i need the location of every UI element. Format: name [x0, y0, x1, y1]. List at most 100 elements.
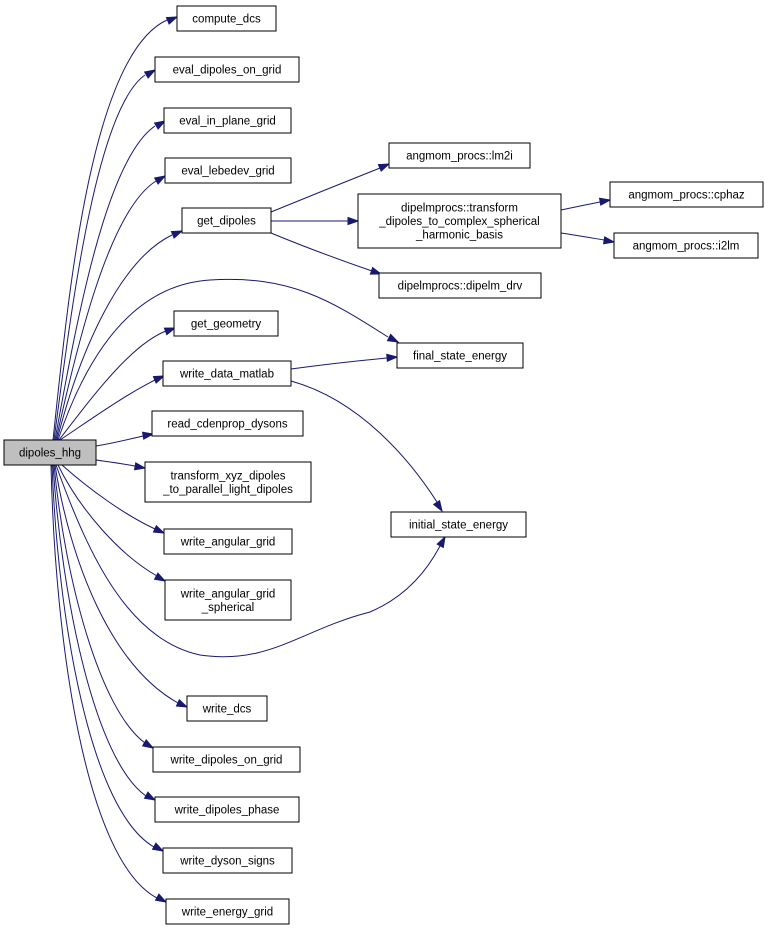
node-box — [396, 342, 524, 369]
node-get-geometry[interactable]: get_geometry — [173, 310, 279, 337]
edge-dipoles-hhg-to-final-state-energy — [57, 278, 400, 441]
edge-dipoles-hhg-to-write-dipoles-phase — [52, 464, 157, 801]
node-angmom-cphaz[interactable]: angmom_procs::cphaz — [609, 181, 764, 208]
node-label: angmom_procs::lm2i — [406, 151, 513, 163]
edge-line — [61, 464, 156, 530]
edge-dipoles-hhg-to-eval-lebedev-grid — [55, 175, 167, 441]
node-box — [162, 847, 293, 874]
node-label: _dipoles_to_complex_spherical — [378, 216, 539, 228]
node-label: angmom_procs::cphaz — [628, 190, 745, 202]
node-label: get_geometry — [191, 319, 262, 331]
node-label: dipelmprocs::dipelm_drv — [398, 281, 523, 293]
node-get-dipoles[interactable]: get_dipoles — [181, 207, 272, 234]
node-write-angular-grid[interactable]: write_angular_grid — [163, 528, 293, 555]
node-box — [378, 272, 542, 299]
edge-write-data-matlab-to-final-state-energy — [290, 353, 399, 370]
node-compute-dcs[interactable]: compute_dcs — [176, 5, 277, 32]
node-label: write_dipoles_on_grid — [170, 755, 283, 767]
node-eval-in-plane-grid[interactable]: eval_in_plane_grid — [163, 107, 292, 134]
node-label: write_dipoles_phase — [174, 805, 280, 817]
edge-line — [55, 180, 157, 441]
node-transform-xyz[interactable]: transform_xyz_dipoles _to_parallel_light_… — [144, 461, 312, 503]
edge-dipoles-hhg-to-compute-dcs — [52, 16, 179, 441]
arrowhead — [143, 69, 157, 79]
node-label: compute_dcs — [192, 14, 261, 26]
node-box — [388, 142, 531, 169]
node-label: transform_xyz_dipoles — [170, 470, 285, 482]
node-initial-state-energy[interactable]: initial_state_energy — [390, 511, 527, 538]
edge-line — [53, 74, 146, 441]
edge-write-data-matlab-to-initial-state-energy — [290, 380, 443, 513]
node-final-state-energy[interactable]: final_state_energy — [396, 342, 524, 369]
node-angmom-lm2i[interactable]: angmom_procs::lm2i — [388, 142, 531, 169]
node-label: dipoles_hhg — [19, 448, 81, 460]
node-write-angular-grid-spherical[interactable]: write_angular_grid_spherical — [164, 579, 292, 621]
node-label: write_angular_grid — [180, 588, 276, 600]
edge-get-dipoles-to-angmom-lm2i — [270, 163, 391, 213]
node-label: _to_parallel_light_dipoles — [162, 484, 293, 496]
arrowhead — [165, 16, 179, 25]
edge-dipoles-hhg-to-transform-xyz — [95, 459, 147, 471]
node-layer: dipoles_hhg compute_dcs eval_dipoles_on_gr… — [3, 5, 764, 925]
arrowhead — [153, 175, 167, 185]
edge-line — [55, 464, 441, 658]
edge-dipoles-hhg-to-initial-state-energy — [55, 464, 446, 658]
edge-line — [56, 234, 173, 441]
node-write-energy-grid[interactable]: write_energy_grid — [165, 898, 290, 925]
node-box — [163, 528, 293, 555]
node-write-dyson-signs[interactable]: write_dyson_signs — [162, 847, 293, 874]
edge-line — [52, 464, 147, 797]
edge-line — [270, 167, 381, 213]
edge-line — [54, 125, 156, 441]
arrowhead — [153, 572, 167, 582]
edge-dipoles-hhg-to-eval-in-plane-grid — [54, 120, 167, 441]
edge-dipoles-hhg-to-write-angular-grid — [61, 464, 166, 534]
edge-get-dipoles-to-dipelm-drv — [270, 232, 383, 275]
node-eval-dipoles-on-grid[interactable]: eval_dipoles_on_grid — [154, 56, 300, 83]
node-eval-lebedev-grid[interactable]: eval_lebedev_grid — [164, 157, 292, 184]
node-label: write_energy_grid — [181, 907, 273, 919]
arrowhead — [369, 266, 383, 275]
edge-dipoles-hhg-to-get-dipoles — [56, 230, 184, 441]
edge-dipoles-hhg-to-write-dyson-signs — [51, 464, 165, 852]
node-box — [154, 56, 300, 83]
arrowhead — [163, 327, 177, 336]
edge-line — [59, 379, 156, 441]
node-label: read_cdenprop_dysons — [167, 419, 287, 431]
edge-dipoles-hhg-to-eval-dipoles-on-grid — [53, 69, 157, 441]
edge-line — [54, 464, 179, 704]
node-dipelm-drv[interactable]: dipelmprocs::dipelm_drv — [378, 272, 542, 299]
node-dipelm-transform[interactable]: dipelmprocs::transform_dipoles_to_comple… — [357, 193, 562, 249]
node-label: write_dcs — [202, 704, 252, 716]
node-write-dcs[interactable]: write_dcs — [186, 695, 268, 722]
arrowhead — [436, 535, 446, 549]
node-dipoles-hhg[interactable]: dipoles_hhg — [3, 439, 97, 466]
edge-line — [560, 232, 605, 241]
edge-dipoles-hhg-to-write-angular-grid-spherical — [57, 464, 167, 582]
node-box — [3, 439, 97, 466]
arrowhead — [170, 230, 184, 239]
edge-get-dipoles-to-dipelm-transform — [271, 216, 360, 226]
arrowhead — [143, 791, 157, 801]
node-label: get_dipoles — [197, 216, 256, 228]
arrowhead — [598, 197, 612, 206]
arrowhead — [151, 842, 165, 852]
edge-dipelm-transform-to-angmom-i2lm — [560, 232, 616, 245]
arrowhead — [133, 462, 147, 471]
node-box — [176, 5, 277, 32]
edge-dipoles-hhg-to-read-cdenprop-dysons — [95, 431, 155, 447]
arrowhead — [153, 120, 167, 130]
node-write-dipoles-phase[interactable]: write_dipoles_phase — [154, 796, 300, 823]
arrowhead — [347, 216, 360, 226]
node-box — [154, 796, 300, 823]
node-angmom-i2lm[interactable]: angmom_procs::i2lm — [613, 232, 759, 259]
node-write-dipoles-on-grid[interactable]: write_dipoles_on_grid — [152, 746, 301, 773]
arrowhead — [602, 236, 616, 245]
edge-dipoles-hhg-to-write-energy-grid — [50, 464, 168, 903]
node-write-data-matlab[interactable]: write_data_matlab — [162, 360, 292, 387]
node-label: angmom_procs::i2lm — [633, 241, 740, 253]
node-read-cdenprop-dysons[interactable]: read_cdenprop_dysons — [151, 410, 304, 437]
node-label: write_data_matlab — [179, 369, 274, 381]
node-box — [164, 579, 292, 621]
